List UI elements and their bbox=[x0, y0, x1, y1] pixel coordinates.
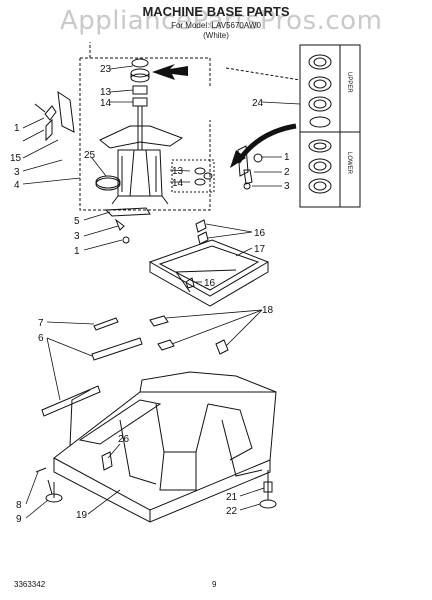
callout-3-right: 3 bbox=[284, 181, 290, 192]
inner-parts-box-right bbox=[171, 159, 215, 193]
spring-part-26 bbox=[101, 451, 113, 471]
callout-21: 21 bbox=[226, 492, 238, 503]
left-bracket-parts bbox=[34, 90, 75, 142]
callout-1-lower: 1 bbox=[74, 246, 80, 257]
callout-23: 23 bbox=[100, 64, 112, 75]
callout-6: 6 bbox=[38, 333, 44, 344]
callout-2-right: 2 bbox=[284, 167, 290, 178]
callout-13-right: 13 bbox=[172, 166, 184, 177]
isolator-frame-part bbox=[148, 239, 270, 307]
callout-9: 9 bbox=[16, 514, 22, 525]
pad-parts-16 bbox=[185, 219, 209, 289]
callout-19: 19 bbox=[76, 510, 88, 521]
leader-bearing-kit bbox=[225, 67, 301, 81]
callout-3-lower: 3 bbox=[74, 231, 80, 242]
bearing-upper-1 bbox=[308, 54, 332, 70]
callout-1-right: 1 bbox=[284, 152, 290, 163]
pointer-arrow-23 bbox=[152, 64, 188, 80]
callout-5: 5 bbox=[74, 216, 80, 227]
page-number: 9 bbox=[212, 580, 217, 589]
callout-8: 8 bbox=[16, 500, 22, 511]
bearing-upper-3 bbox=[308, 96, 332, 112]
callout-26: 26 bbox=[118, 434, 130, 445]
bearing-upper-4 bbox=[309, 116, 331, 128]
callout-1-left: 1 bbox=[14, 123, 20, 134]
curved-pointer-arrow-head bbox=[230, 150, 246, 168]
callout-16-top: 16 bbox=[254, 228, 266, 239]
callout-22: 22 bbox=[226, 506, 238, 517]
diagram-title: MACHINE BASE PARTS bbox=[142, 4, 290, 19]
front-brace-parts-6-7 bbox=[41, 317, 143, 417]
machine-base-frame bbox=[53, 371, 277, 523]
callout-14-right: 14 bbox=[172, 178, 184, 189]
bearing-kit-lower-label: LOWER bbox=[346, 152, 352, 175]
callout-17: 17 bbox=[254, 244, 266, 255]
right-hardware-parts bbox=[237, 145, 263, 190]
callout-7: 7 bbox=[38, 318, 44, 329]
callout-4: 4 bbox=[14, 180, 20, 191]
corner-bracket-parts-18 bbox=[149, 315, 229, 355]
document-number: 3363342 bbox=[14, 580, 46, 589]
bearing-lower-3 bbox=[308, 178, 332, 194]
leveling-leg-left bbox=[35, 467, 63, 503]
bearing-kit-box bbox=[299, 44, 361, 208]
callout-3-left: 3 bbox=[14, 167, 20, 178]
callout-14-top: 14 bbox=[100, 98, 112, 109]
bearing-lower-2 bbox=[308, 158, 332, 174]
upper-assembly-box bbox=[79, 42, 211, 211]
callout-25: 25 bbox=[84, 150, 96, 161]
diagram-subtitle-model: For Model: LAV5670AW0 bbox=[171, 21, 261, 30]
seal-ring-part bbox=[95, 175, 121, 191]
callout-24: 24 bbox=[252, 98, 264, 109]
top-bushing-part bbox=[130, 58, 150, 107]
callout-16-mid: 16 bbox=[204, 278, 216, 289]
callout-15: 15 bbox=[10, 153, 22, 164]
callout-18: 18 bbox=[262, 305, 274, 316]
bearing-upper-2 bbox=[308, 76, 332, 92]
leader-lines bbox=[22, 65, 301, 519]
watermark: AppliancePartsPros.com bbox=[60, 6, 383, 36]
diagram-subtitle-color: (White) bbox=[203, 31, 229, 40]
bearing-kit-upper-label: UPPER bbox=[346, 72, 352, 93]
bearing-lower-1 bbox=[308, 139, 332, 153]
lower-spider-clamp-parts bbox=[104, 207, 151, 244]
callout-13-top: 13 bbox=[100, 87, 112, 98]
